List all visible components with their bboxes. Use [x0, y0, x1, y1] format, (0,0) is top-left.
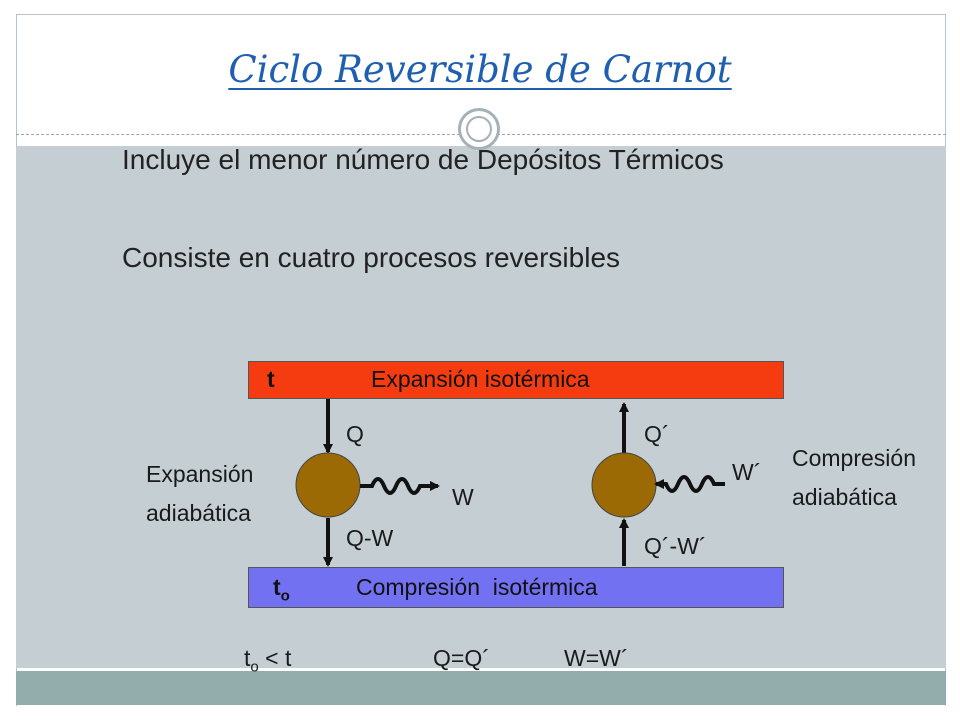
bullet-1: Incluye el menor número de Depósitos Tér… [122, 144, 724, 175]
relation-temperature: to < t [244, 645, 292, 676]
frame-top-line [16, 14, 946, 15]
slide-title: Ciclo Reversible de Carnot [228, 48, 732, 91]
left-process-line-2: adiabática [146, 500, 251, 526]
label-q-w: Q-W [346, 525, 394, 551]
left-process-line-1: Expansión [146, 461, 254, 487]
label-w-prime: W´ [732, 459, 762, 485]
hot-reservoir-label: Expansión isotérmica [371, 366, 590, 392]
cold-reservoir-subscript: o [280, 587, 290, 605]
engine-right-circle [591, 452, 657, 518]
work-in-wave [660, 475, 725, 493]
cold-reservoir-bar: to Compresión isotérmica [248, 567, 784, 608]
cold-reservoir-label: Compresión isotérmica [356, 574, 598, 600]
hot-reservoir-symbol: t [267, 366, 275, 392]
label-q-prime: Q´ [644, 421, 670, 447]
right-process-line-1: Compresión [792, 445, 916, 471]
label-q: Q [346, 421, 364, 447]
bullet-2: Consiste en cuatro procesos reversibles [122, 242, 621, 273]
label-w: W [452, 484, 474, 510]
footer-bar [16, 671, 946, 705]
relation-heat: Q=Q´ [433, 645, 490, 671]
label-q-prime-w-prime: Q´-W´ [644, 533, 707, 559]
title-area: Ciclo Reversible de Carnot [0, 0, 960, 135]
work-out-wave [360, 477, 428, 495]
engine-left-circle [295, 452, 361, 518]
relation-work: W=W´ [564, 645, 629, 671]
hot-reservoir-bar: t Expansión isotérmica [248, 361, 784, 399]
right-process-line-2: adiabática [792, 484, 897, 510]
cold-reservoir-symbol: to [273, 574, 290, 605]
ring-ornament [458, 108, 500, 150]
